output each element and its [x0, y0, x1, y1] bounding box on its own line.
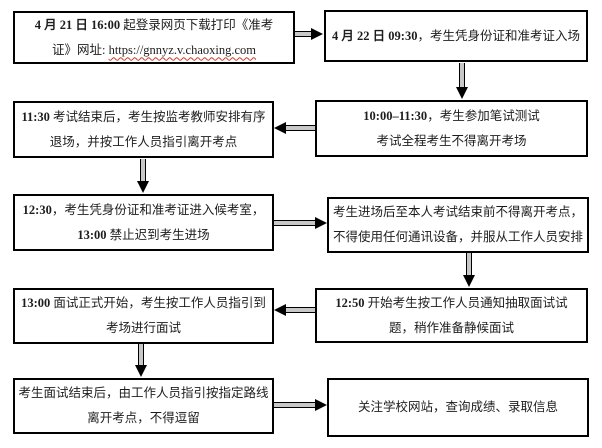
flow-box-text-line: 离开考点，不得逗留: [87, 411, 200, 425]
flow-box-text-line: 证》网址: https://gnnyz.v.chaoxing.com: [51, 42, 257, 57]
arrow-shaft: [458, 63, 465, 87]
arrow-step6-to-step7-down-icon: [462, 253, 475, 287]
arrow-step3-to-step4-left-icon: [274, 121, 315, 134]
flow-box-text-line: 考生进场后至本人考试结束前不得离开考点，: [332, 205, 583, 219]
arrow-head-down-icon: [455, 87, 468, 99]
arrow-shaft: [137, 344, 144, 365]
arrow-shaft: [274, 219, 315, 226]
flow-box-morning-entry: 4 月 22 日 09:30，考生凭身份证和准考证入场: [324, 10, 588, 62]
arrow-shaft: [286, 124, 315, 131]
flow-box-text-line: 退场，并按工作人员指引离开考点: [49, 134, 238, 149]
flow-box-text-line: 考生面试结束后，由工作人员指引按指定路线: [18, 386, 269, 400]
arrow-step2-to-step3-down-icon: [455, 63, 468, 99]
flow-box-written-exam: 10:00–11:30，考生参加笔试测试考试全程考生不得离开考场: [315, 100, 588, 157]
arrow-shaft: [286, 306, 315, 313]
flow-box-text-line: 12:30，考生凭身份证和准考证进入候考室，: [22, 202, 265, 217]
arrow-head-right-icon: [311, 27, 323, 40]
flow-box-draw-interview-question: 12:50 开始考生按工作人员通知抽取面试试题，稍作准备静候面试: [315, 288, 588, 343]
arrow-head-right-icon: [315, 216, 327, 229]
arrow-step9-to-step10-right-icon: [274, 398, 327, 411]
arrow-step4-to-step5-down-icon: [136, 159, 149, 193]
arrow-step8-to-step9-down-icon: [134, 344, 147, 377]
arrow-head-down-icon: [134, 365, 147, 377]
flow-box-text-line: 11:30 考试结束后，考生按监考教师安排有序: [21, 109, 266, 124]
flow-box-text-line: 不得使用任何通讯设备，并服从工作人员安排: [332, 230, 583, 244]
url-text: https://gnnyz.v.chaoxing.com: [108, 42, 257, 57]
flow-box-interview-start: 13:00 面试正式开始，考生按工作人员指引到考场进行面试: [13, 288, 274, 344]
arrow-step1-to-step2-right-icon: [295, 27, 323, 40]
arrow-shaft: [465, 253, 472, 275]
arrow-head-left-icon: [274, 303, 286, 316]
flow-box-written-exam-exit: 11:30 考试结束后，考生按监考教师安排有序退场，并按工作人员指引离开考点: [13, 101, 274, 158]
flow-box-text-line: 4 月 22 日 09:30，考生凭身份证和准考证入场: [332, 28, 580, 43]
arrow-shaft: [274, 401, 315, 408]
arrow-head-left-icon: [274, 121, 286, 134]
arrow-shaft: [139, 159, 146, 181]
flow-box-text-line: 关注学校网站，查询成绩、录取信息: [357, 400, 558, 414]
flow-box-download-admission-ticket: 4 月 21 日 16:00 起登录网页下载打印《准考证》网址: https:/…: [13, 11, 295, 64]
flow-box-text-line: 13:00 面试正式开始，考生按工作人员指引到: [21, 296, 266, 310]
flow-box-check-results: 关注学校网站，查询成绩、录取信息: [327, 378, 589, 437]
flow-box-text-line: 13:00 禁止迟到考生进场: [77, 227, 210, 242]
flow-box-text-line: 题，稍作准备静候面试: [388, 320, 514, 335]
arrow-head-down-icon: [462, 275, 475, 287]
flow-box-leave-after-interview: 考生面试结束后，由工作人员指引按指定路线离开考点，不得逗留: [13, 378, 274, 434]
flow-box-text-line: 10:00–11:30，考生参加笔试测试: [363, 108, 540, 123]
flow-box-text-line: 考场进行面试: [105, 321, 181, 335]
flow-box-stay-rules: 考生进场后至本人考试结束前不得离开考点， 不得使用任何通讯设备，并服从工作人员安排: [327, 197, 589, 253]
flow-box-waiting-room-entry: 12:30，考生凭身份证和准考证进入候考室， 13:00 禁止迟到考生进场: [13, 194, 274, 251]
arrow-head-right-icon: [315, 398, 327, 411]
flow-box-text-line: 12:50 开始考生按工作人员通知抽取面试试: [335, 295, 568, 310]
arrow-head-down-icon: [136, 181, 149, 193]
flow-box-text-line: 4 月 21 日 16:00 起登录网页下载打印《准考: [34, 17, 274, 32]
arrow-shaft: [295, 30, 311, 37]
flow-box-text-line: 考试全程考生不得离开考场: [376, 133, 527, 148]
arrow-step5-to-step6-right-icon: [274, 216, 327, 229]
arrow-step7-to-step8-left-icon: [274, 303, 315, 316]
